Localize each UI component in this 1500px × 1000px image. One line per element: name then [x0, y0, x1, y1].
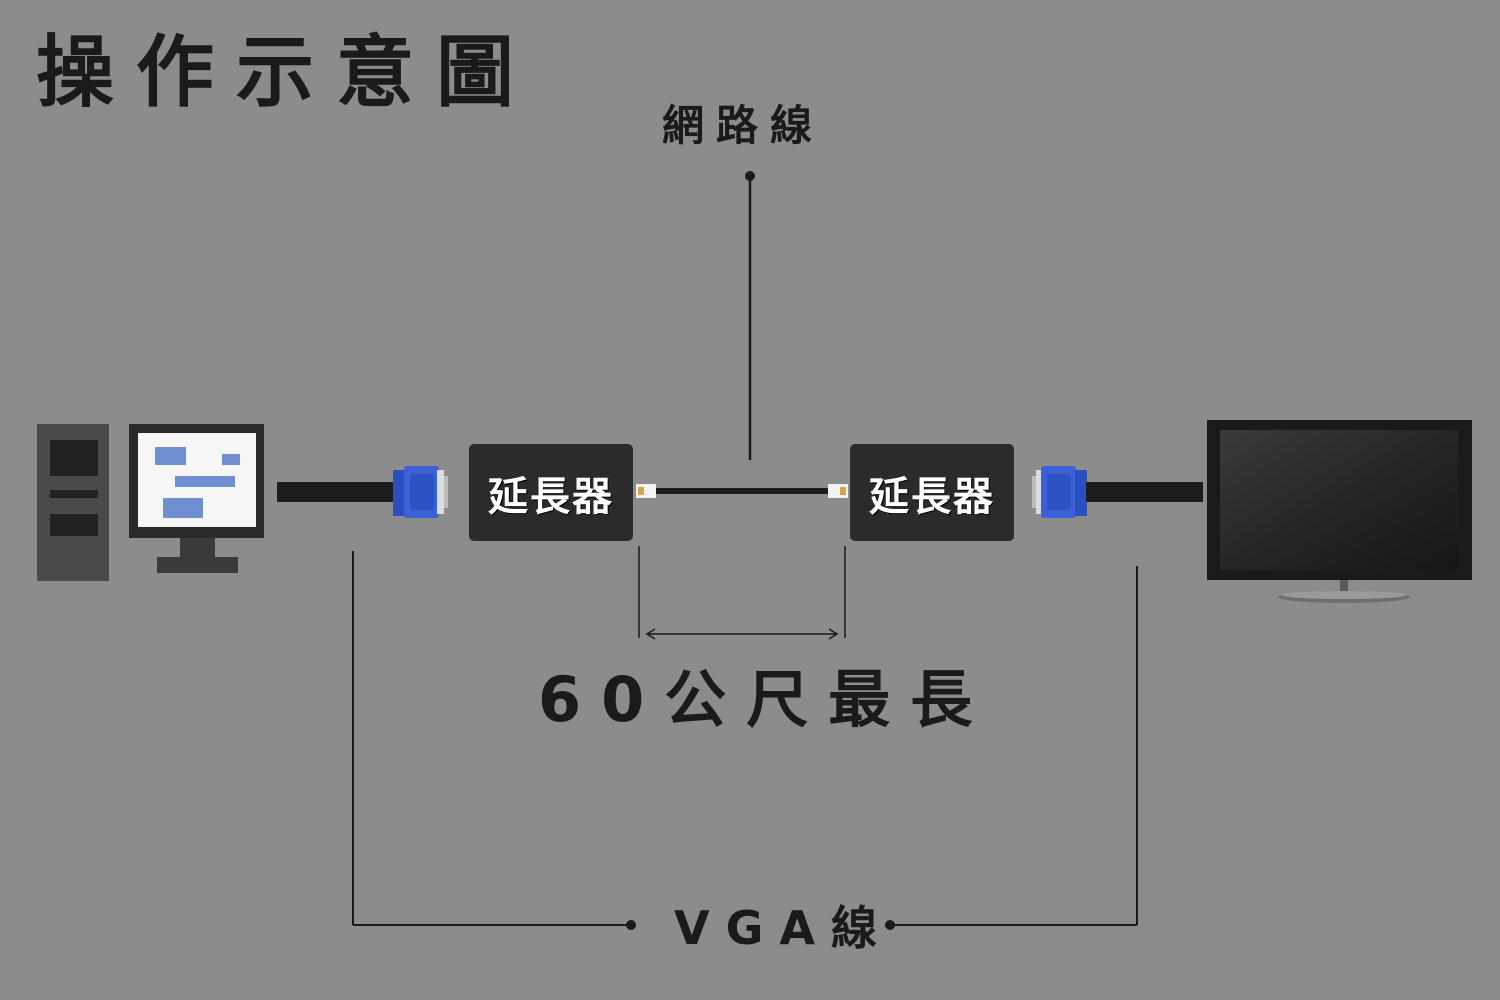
vga-connector-left-icon: [393, 466, 448, 518]
vga-leader-left: [352, 551, 636, 930]
network-cable: [656, 488, 828, 494]
vga-cable-left: [277, 482, 397, 502]
vga-cable-right: [1086, 482, 1203, 502]
extender-right-label: 延長器: [869, 473, 995, 520]
computer-tower-icon: [37, 424, 109, 581]
network-cable-leader: [745, 171, 755, 460]
vga-connector-right-icon: [1032, 466, 1087, 518]
vga-cable-label: VGA線: [674, 901, 893, 955]
rj45-plug-right-icon: [828, 484, 848, 498]
extender-right: 延長器: [850, 444, 1014, 541]
tv-display-icon: [1207, 420, 1472, 603]
rj45-plug-left-icon: [636, 484, 656, 498]
extender-left-label: 延長器: [488, 473, 614, 520]
network-cable-label: 網路線: [662, 101, 825, 150]
computer-monitor-icon: [129, 424, 264, 573]
max-distance-label: 60公尺最長: [538, 663, 993, 736]
extender-left: 延長器: [469, 444, 633, 541]
diagram-title: 操作示意圖: [36, 28, 537, 118]
distance-bracket: [638, 546, 846, 640]
vga-leader-right: [885, 566, 1138, 930]
